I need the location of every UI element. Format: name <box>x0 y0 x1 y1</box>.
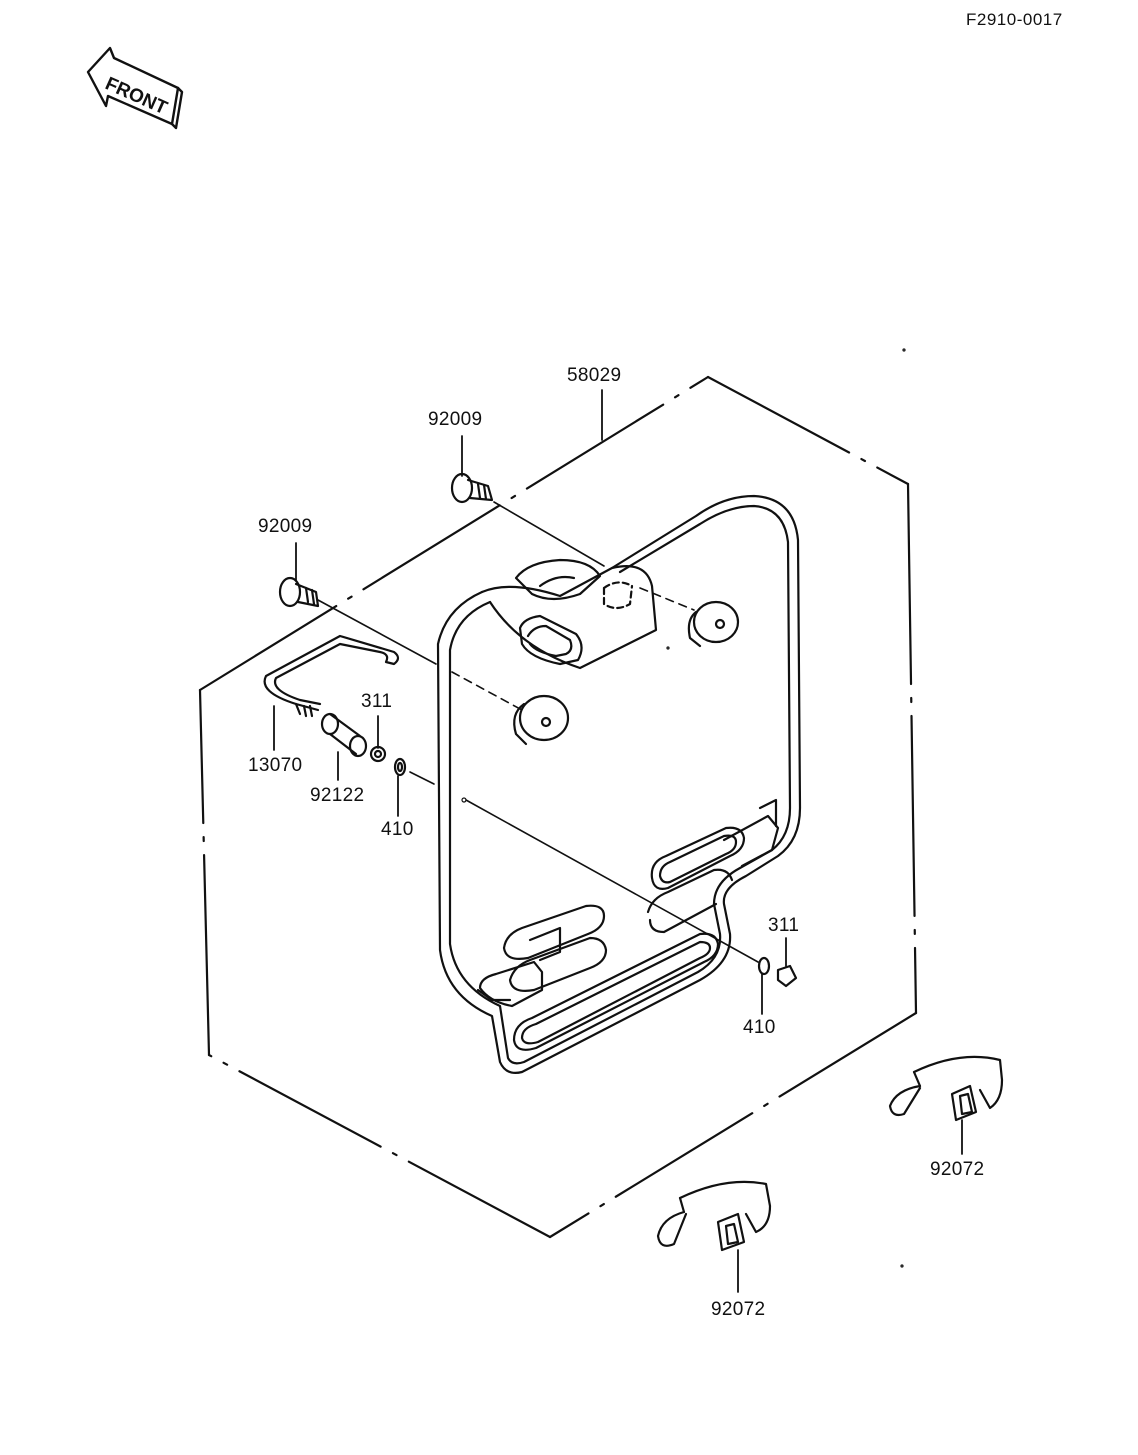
washer-left <box>393 757 407 777</box>
bolt-upper <box>450 472 494 504</box>
hose-clamp-right <box>888 1055 1004 1122</box>
grommet-lower <box>513 694 570 746</box>
nut-right <box>776 964 798 988</box>
callout-92009-left: 92009 <box>258 516 313 537</box>
leader-lines <box>273 389 963 1293</box>
callout-311-right: 311 <box>768 915 800 936</box>
callout-58029: 58029 <box>567 365 622 386</box>
rod <box>263 634 400 718</box>
callout-410-right: 410 <box>743 1017 776 1038</box>
side-cover-panel <box>436 494 802 1074</box>
callout-92072-bottom: 92072 <box>711 1299 766 1320</box>
front-arrow-icon: FRONT <box>86 46 184 130</box>
stray-marks <box>461 348 906 1268</box>
assembly-lines <box>317 501 759 963</box>
callout-92009-top: 92009 <box>428 409 483 430</box>
callout-92072-right: 92072 <box>930 1159 985 1180</box>
nut-left <box>369 745 387 763</box>
callout-311-left: 311 <box>361 691 393 712</box>
callout-13070: 13070 <box>248 755 303 776</box>
document-code: F2910-0017 <box>966 10 1063 29</box>
bolt-left <box>278 576 320 608</box>
callout-92122: 92122 <box>310 785 365 806</box>
assembly-boundary <box>198 375 918 1239</box>
collar <box>320 712 368 758</box>
hose-clamp-bottom <box>656 1180 772 1252</box>
grommet-upper <box>687 600 740 648</box>
callout-410-left: 410 <box>381 819 414 840</box>
washer-right <box>757 956 771 976</box>
